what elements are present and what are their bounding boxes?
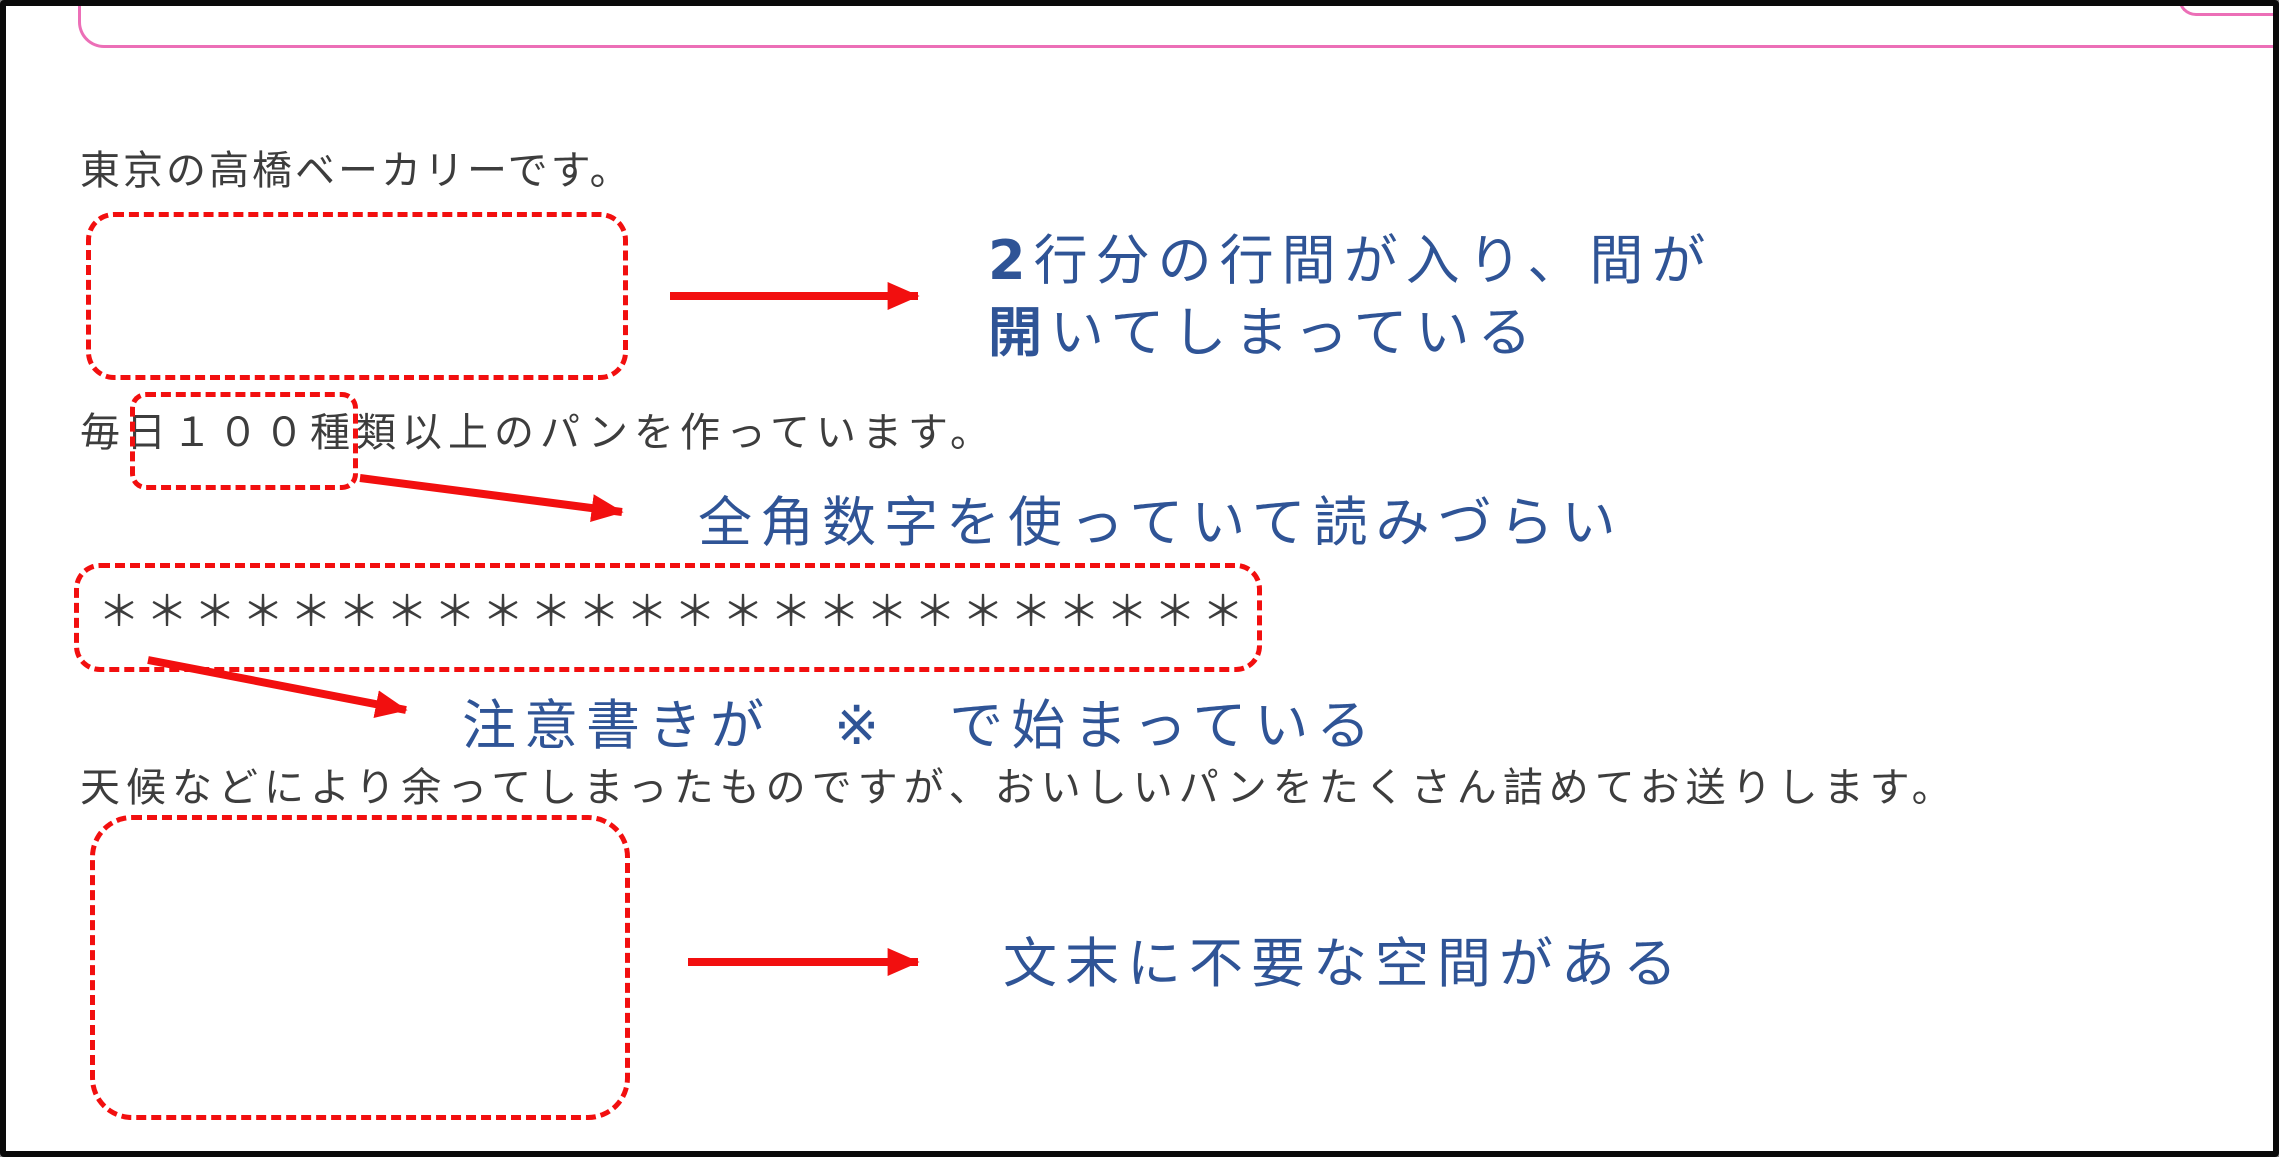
annotation-fullwidth-digits: 全角数字を使っていて読みづらい [698, 491, 1624, 554]
highlight-box-asterisk-row [74, 563, 1262, 672]
document-line-3: 天候などにより余ってしまったものですが、おいしいパンをたくさん詰めてお送りします… [80, 765, 1958, 811]
asterisk-separator-row: ＊＊＊＊＊＊＊＊＊＊＊＊＊＊＊＊＊＊＊＊＊＊＊＊ [98, 587, 1251, 636]
highlight-box-trailing-space [90, 815, 630, 1120]
highlight-box-line-gap [86, 212, 628, 380]
highlight-box-fullwidth-digits [130, 392, 358, 490]
document-line-1: 東京の高橋ベーカリーです。 [80, 148, 633, 194]
annotation-line-gap-text-2: 開いてしまっている [988, 301, 1540, 364]
annotation-line-gap-text-1: 2行分の行間が入り、間が [988, 229, 1714, 292]
annotation-line-gap: 2行分の行間が入り、間が 開いてしまっている [988, 225, 1713, 369]
annotation-note-marker: 注意書きが ※ で始まっている [462, 694, 1379, 757]
pink-panel-border [78, 6, 2273, 48]
arrow-fullwidth-digits [359, 474, 624, 522]
pink-panel-border-2 [2178, 6, 2273, 16]
annotation-trailing-space: 文末に不要な空間がある [1003, 932, 1685, 995]
document-line-2: 毎日１００種類以上のパンを作っています。 [80, 410, 996, 456]
